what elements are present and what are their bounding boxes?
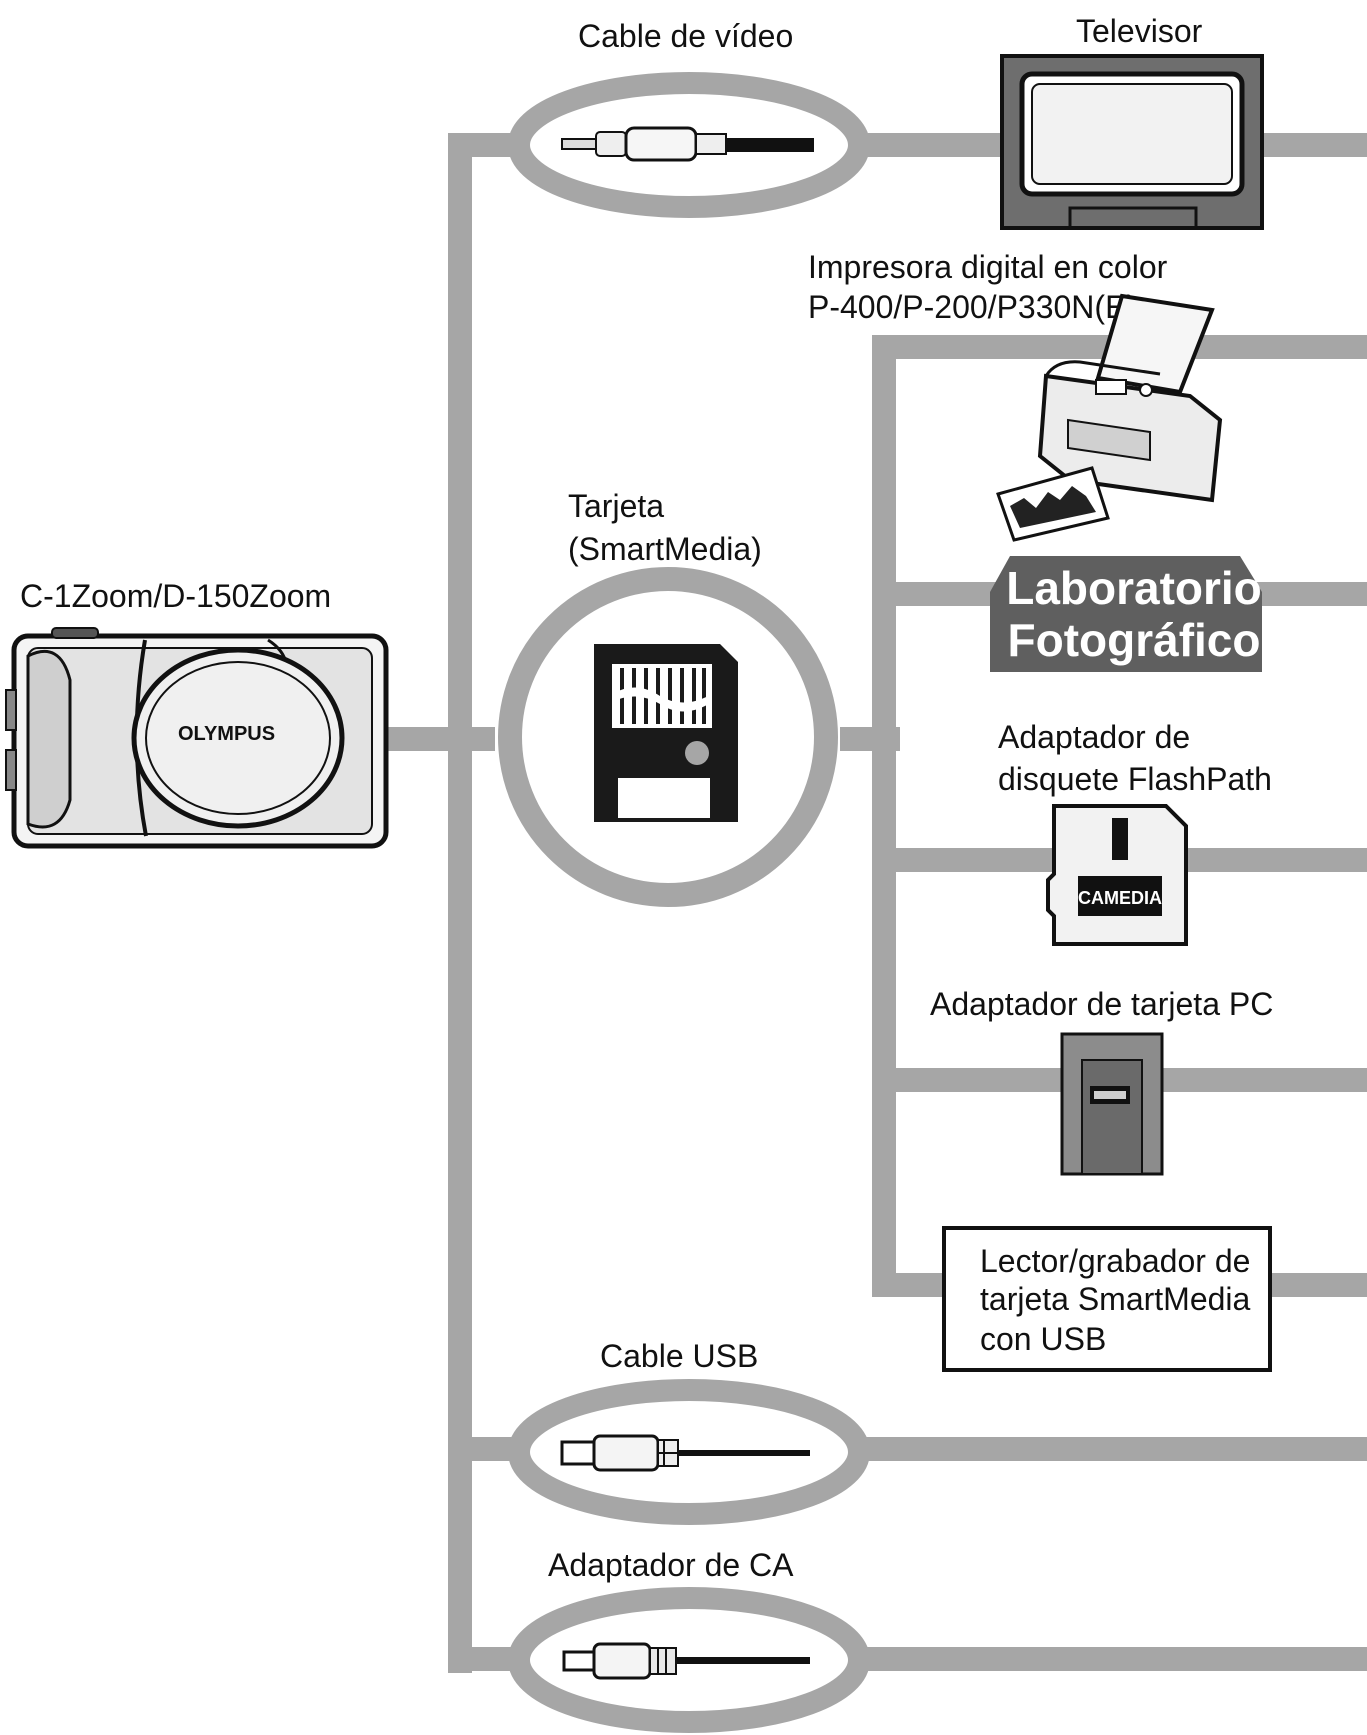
reader-label-line3: con USB xyxy=(980,1321,1106,1357)
line-video-tv xyxy=(850,133,1002,157)
video-cable-node xyxy=(508,72,870,218)
line-ac-right xyxy=(850,1647,1367,1671)
line-camera-bus xyxy=(385,727,495,751)
line-tv-right xyxy=(1262,133,1367,157)
video-cable-label: Cable de vídeo xyxy=(578,18,793,54)
reader-label-line2: tarjeta SmartMedia xyxy=(980,1281,1251,1317)
photo-lab-sign: Laboratorio Fotográfico xyxy=(990,556,1262,672)
card-label-line1: Tarjeta xyxy=(568,488,664,524)
photo-lab-label-line1: Laboratorio xyxy=(1006,562,1262,614)
flashpath-label-line2: disquete FlashPath xyxy=(998,761,1272,797)
printer-label-line1: Impresora digital en color xyxy=(808,249,1168,285)
usb-cable-label: Cable USB xyxy=(600,1338,758,1374)
tv-icon xyxy=(1000,54,1264,230)
line-usb-right xyxy=(850,1437,1367,1461)
reader-writer-box: Lector/grabador de tarjeta SmartMedia co… xyxy=(942,1226,1272,1372)
pccard-adapter-icon xyxy=(1060,1032,1164,1176)
pccard-label: Adaptador de tarjeta PC xyxy=(930,986,1273,1022)
flashpath-label-line1: Adaptador de xyxy=(998,719,1190,755)
reader-label-line1: Lector/grabador de xyxy=(980,1243,1250,1279)
tv-label: Televisor xyxy=(1076,13,1203,49)
smartmedia-card-icon xyxy=(594,644,738,822)
ac-plug-icon xyxy=(562,1642,810,1680)
flashpath-adapter-icon: CAMEDIA xyxy=(1046,804,1188,946)
camera-brand-label: OLYMPUS xyxy=(178,723,275,745)
video-plug-icon xyxy=(561,126,814,162)
ac-adapter-label: Adaptador de CA xyxy=(548,1547,794,1583)
printer-label-line2: P-400/P-200/P330N(E) xyxy=(808,289,1137,325)
ac-adapter-node xyxy=(508,1587,870,1733)
usb-cable-node xyxy=(508,1379,870,1525)
line-secondary-bus xyxy=(872,335,896,1297)
flashpath-brand-label: CAMEDIA xyxy=(1078,888,1162,908)
card-label-line2: (SmartMedia) xyxy=(568,531,762,567)
usb-plug-icon xyxy=(560,1434,810,1472)
camera-icon: OLYMPUS xyxy=(5,627,389,849)
line-main-bus xyxy=(448,133,472,1673)
printer-icon xyxy=(996,293,1223,542)
photo-lab-label-line2: Fotográfico xyxy=(1008,614,1261,666)
smartmedia-node xyxy=(498,567,838,907)
camera-label: C-1Zoom/D-150Zoom xyxy=(20,578,331,614)
